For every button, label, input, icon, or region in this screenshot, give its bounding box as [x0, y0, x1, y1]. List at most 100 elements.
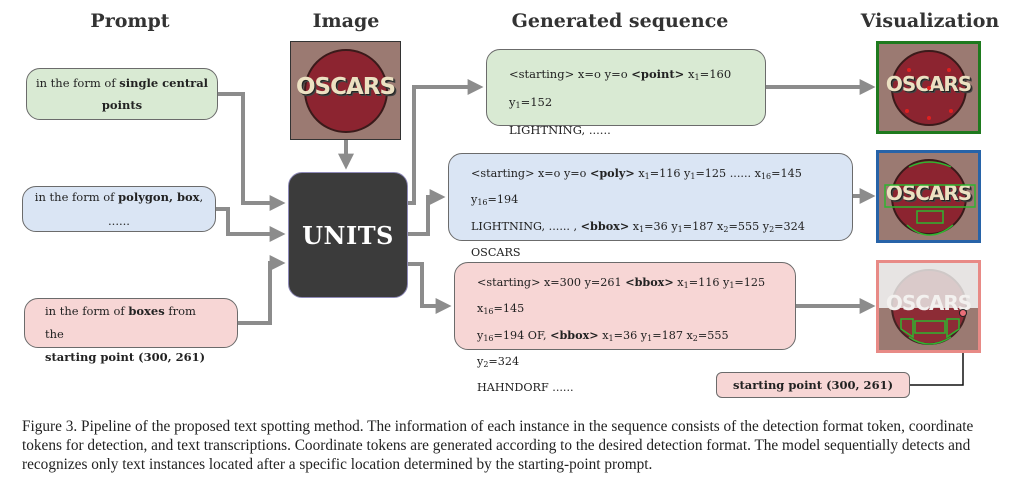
header-prompt: Prompt: [90, 10, 170, 32]
badge-circle: [303, 48, 388, 133]
prompt-bold-text: single central points: [101, 76, 209, 112]
prompt-bold-text: starting point (300, 261): [45, 350, 206, 364]
seq-text: =555 y: [477, 329, 729, 368]
prompt-text: from the: [45, 304, 196, 341]
seq-text: x: [629, 220, 640, 233]
bbox-overlay: [914, 320, 946, 334]
seq-text: y: [477, 329, 484, 342]
bbox-overlays: [900, 309, 967, 345]
seq-token: <bbox>: [625, 275, 674, 289]
subscript: 1: [690, 172, 696, 181]
badge-circle: [890, 158, 967, 235]
subscript: 1: [644, 172, 650, 181]
seq-text: HAHNDORF ......: [477, 381, 574, 394]
arrow-model-to-seq3: [406, 262, 452, 314]
polygon-overlay: [908, 336, 952, 345]
subscript: 1: [729, 281, 735, 290]
seq-text: =555 y: [728, 220, 770, 233]
point-marker: [949, 109, 953, 113]
seq-text: =145: [493, 302, 525, 315]
subscript: 1: [639, 225, 645, 234]
seq-text: =125 x: [477, 276, 766, 315]
bbox-overlay: [946, 318, 960, 339]
subscript: 2: [769, 225, 775, 234]
seq-text: =145 y: [471, 167, 802, 206]
prompt-text: in the form of: [45, 304, 129, 318]
seq-text: LIGHTNING, ......: [509, 123, 611, 137]
point-marker: [927, 116, 931, 120]
arrow-prompt2-to-model: [216, 207, 286, 242]
figure-caption: Figure 3. Pipeline of the proposed text …: [22, 418, 974, 473]
seq-text: x: [673, 276, 684, 289]
seq-text: =36 y: [644, 220, 678, 233]
polygon-overlay: [908, 161, 952, 168]
subscript: 1: [677, 225, 683, 234]
point-marker: [905, 109, 909, 113]
masked-overlay: [879, 263, 978, 309]
polygon-overlays: [884, 161, 976, 236]
arrow-prompt1-to-model: [218, 92, 286, 211]
visualization-polygon: OSCARS: [876, 150, 981, 243]
seq-text: <starting> x=300 y=261: [477, 276, 626, 289]
prompt-bold-text: box: [176, 190, 200, 204]
point-markers: [905, 68, 953, 120]
model-block: UNITS: [288, 172, 408, 298]
badge-text: OSCARS: [885, 291, 972, 316]
seq-text: =324: [488, 355, 520, 368]
seq-text: <starting> x=o y=o: [471, 167, 590, 180]
subscript: 16: [477, 198, 488, 207]
badge-text: OSCARS: [885, 72, 972, 97]
prompt-text: in the form of: [34, 190, 119, 204]
seq-text: =194: [487, 193, 519, 206]
point-marker: [947, 68, 951, 72]
bbox-overlay: [900, 318, 914, 339]
seq-token: <point>: [631, 67, 685, 81]
header-image: Image: [312, 10, 380, 32]
subscript: 2: [692, 334, 698, 343]
seq-text: LIGHTNING, ...... ,: [471, 220, 581, 233]
subscript: 16: [760, 172, 772, 181]
seq-text: =125 ...... x: [695, 167, 761, 180]
arrow-model-to-seq2: [406, 189, 446, 236]
seq-text: =324 OSCARS: [471, 220, 805, 259]
badge-text: OSCARS: [295, 73, 396, 100]
visualization-point: OSCARS: [876, 41, 981, 134]
sequence-bbox-starting-point: <starting> x=300 y=261 <bbox> x1=116 y1=…: [454, 262, 796, 394]
subscript: 1: [515, 101, 521, 110]
prompt-text: , ......: [108, 190, 204, 228]
subscript: 1: [694, 73, 700, 82]
seq-token: <poly>: [589, 166, 635, 180]
bbox-overlay: [884, 184, 976, 208]
input-image: OSCARS: [290, 41, 401, 140]
arrow-prompt3-to-model: [238, 255, 286, 325]
subscript: 2: [483, 360, 489, 369]
seq-text: x: [684, 67, 695, 81]
prompt-boxes-from-starting-point: in the form of boxes from the starting p…: [24, 298, 238, 364]
point-marker: [927, 86, 931, 90]
arrow-model-to-seq1: [406, 79, 484, 205]
bbox-overlay: [916, 210, 944, 224]
subscript: 16: [483, 334, 494, 343]
seq-text: =36 y: [613, 329, 648, 342]
subscript: 1: [608, 334, 614, 343]
visualization-starting-point: OSCARS: [876, 260, 981, 353]
seq-text: =187 x: [682, 220, 724, 233]
seq-text: x: [598, 329, 609, 342]
header-visualization: Visualization: [860, 10, 1000, 32]
sequence-poly: <starting> x=o y=o <poly> x1=116 y1=125 …: [448, 153, 853, 285]
prompt-text: in the form of: [35, 76, 120, 90]
seq-text: <starting> x=o y=o: [509, 67, 632, 81]
starting-point-marker: [959, 309, 967, 317]
seq-text: =116 y: [688, 276, 730, 289]
prompt-bold-text: boxes: [128, 304, 165, 318]
seq-text: x: [634, 167, 645, 180]
prompt-single-central-points: in the form of single central points: [26, 68, 218, 120]
seq-text: =160 y: [509, 67, 732, 109]
seq-text: =194 OF,: [493, 329, 551, 342]
subscript: 16: [483, 307, 494, 316]
header-generated-sequence: Generated sequence: [511, 10, 729, 32]
subscript: 2: [723, 225, 729, 234]
subscript: 1: [647, 334, 653, 343]
point-marker: [907, 68, 911, 72]
subscript: 1: [683, 281, 689, 290]
